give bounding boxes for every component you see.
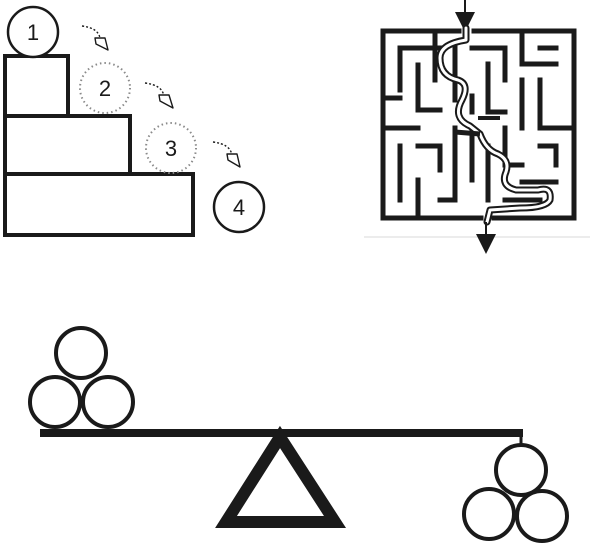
curved-arrow-icon — [144, 82, 174, 109]
step-2-circle: 2 — [79, 62, 131, 114]
stairs-panel: 1 2 3 4 — [3, 5, 266, 237]
step-4-circle: 4 — [212, 180, 266, 234]
maze-walls — [380, 28, 577, 221]
step-1-label: 1 — [27, 20, 39, 45]
ball — [515, 489, 569, 543]
ball — [462, 487, 516, 541]
step-4-label: 4 — [233, 195, 245, 220]
step-1-circle: 1 — [6, 5, 60, 59]
curved-arrow-icon — [81, 25, 109, 51]
ball — [494, 443, 548, 497]
left-ball-stack — [28, 326, 135, 429]
step-3-circle: 3 — [145, 122, 197, 174]
ball — [28, 375, 82, 429]
maze-panel — [364, 0, 590, 254]
curved-arrow-icon — [212, 141, 241, 168]
ball — [54, 326, 108, 380]
step-3-label: 3 — [165, 136, 177, 161]
right-ball-stack — [462, 443, 569, 543]
staircase-outline — [3, 54, 195, 237]
step-2-label: 2 — [99, 76, 111, 101]
maze-solution-path — [436, 24, 554, 226]
ball — [81, 375, 135, 429]
seesaw-fulcrum — [215, 425, 347, 528]
seesaw-panel — [28, 326, 569, 543]
